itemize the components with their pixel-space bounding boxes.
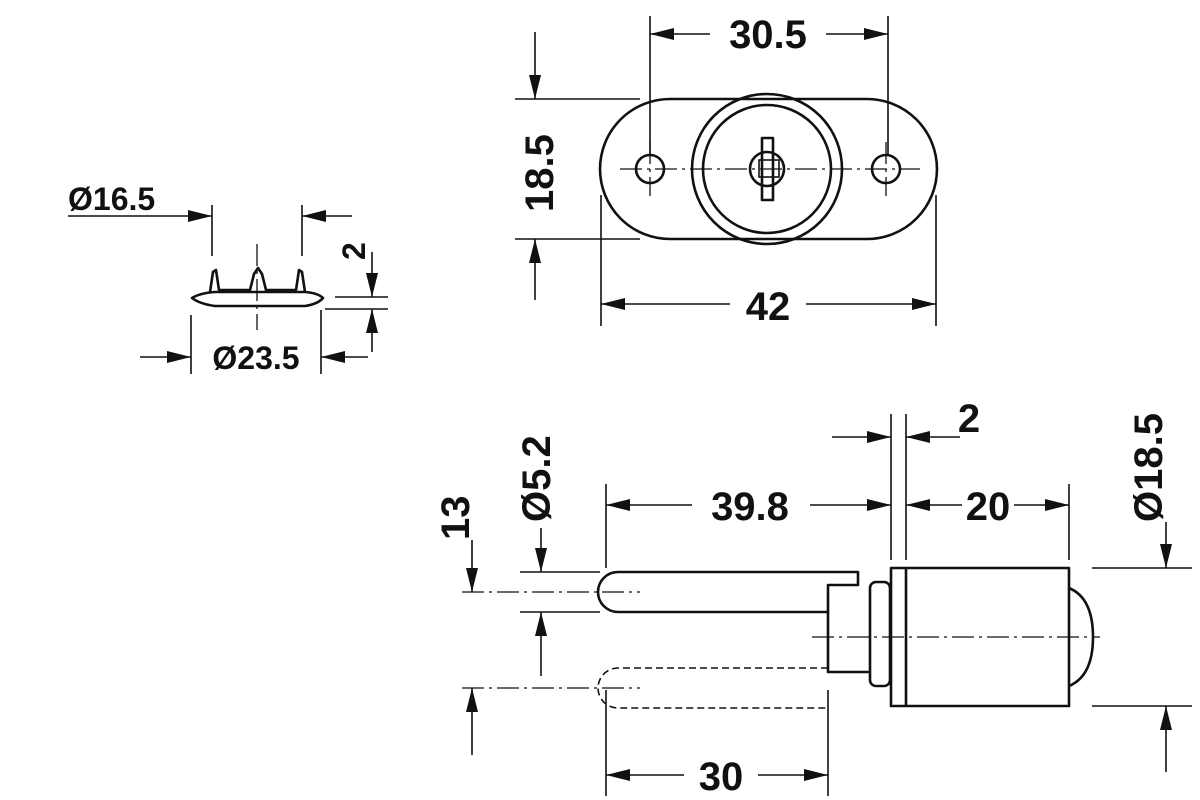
side-view: Ø5.2 13 39.8 2 20 Ø1 <box>434 397 1192 799</box>
plunger-retracted-hidden <box>597 667 828 709</box>
dim-label-plunger-length: 39.8 <box>711 485 789 529</box>
arrowhead <box>529 239 541 263</box>
arrowhead <box>650 28 674 40</box>
dim-label-body-length: 20 <box>966 485 1011 529</box>
arrowhead <box>906 499 930 511</box>
body-flange <box>868 580 892 688</box>
arrowhead <box>321 351 345 363</box>
arrowhead <box>606 499 630 511</box>
arrowhead <box>529 75 541 99</box>
cap-detail: Ø16.5 Ø23.5 2 <box>68 181 388 376</box>
arrowhead <box>912 298 936 310</box>
arrowhead <box>535 548 547 572</box>
arrowhead <box>366 273 378 297</box>
front-flange <box>598 97 939 241</box>
dim-label-cap-height: 2 <box>336 242 372 260</box>
dim-label-cap-outer-diameter: Ø23.5 <box>212 340 299 376</box>
dim-label-plunger-travel: 13 <box>434 496 478 541</box>
arrowhead <box>804 769 828 781</box>
arrowhead <box>466 568 478 592</box>
cap-profile <box>190 290 325 308</box>
dim-label-body-diameter: Ø18.5 <box>1127 413 1171 522</box>
arrowhead <box>1045 499 1069 511</box>
arrowhead <box>466 688 478 712</box>
arrowhead <box>867 499 891 511</box>
dim-label-flange-thickness: 2 <box>958 397 980 441</box>
arrowhead <box>302 210 326 222</box>
arrowhead <box>864 28 888 40</box>
dim-label-hole-spacing: 30.5 <box>729 13 807 57</box>
keyway-circle <box>748 150 786 188</box>
arrowhead <box>1160 706 1172 730</box>
dim-label-plunger-diameter: Ø5.2 <box>515 435 559 522</box>
arrowhead <box>601 298 625 310</box>
plunger-bracket <box>826 612 870 674</box>
arrowhead <box>535 612 547 636</box>
arrowhead <box>867 431 891 443</box>
arrowhead <box>1160 544 1172 568</box>
dim-label-cap-inner-diameter: Ø16.5 <box>68 181 155 217</box>
front-view: 30.5 18.5 42 <box>515 13 939 329</box>
dim-label-front-height: 18.5 <box>518 134 562 212</box>
arrowhead <box>606 769 630 781</box>
dim-label-stroke-length: 30 <box>699 755 744 799</box>
dim-label-front-length: 42 <box>746 285 791 329</box>
cap-prongs <box>208 266 307 293</box>
arrowhead <box>366 309 378 333</box>
arrowhead <box>906 431 930 443</box>
arrowhead <box>188 210 212 222</box>
arrowhead <box>167 351 191 363</box>
